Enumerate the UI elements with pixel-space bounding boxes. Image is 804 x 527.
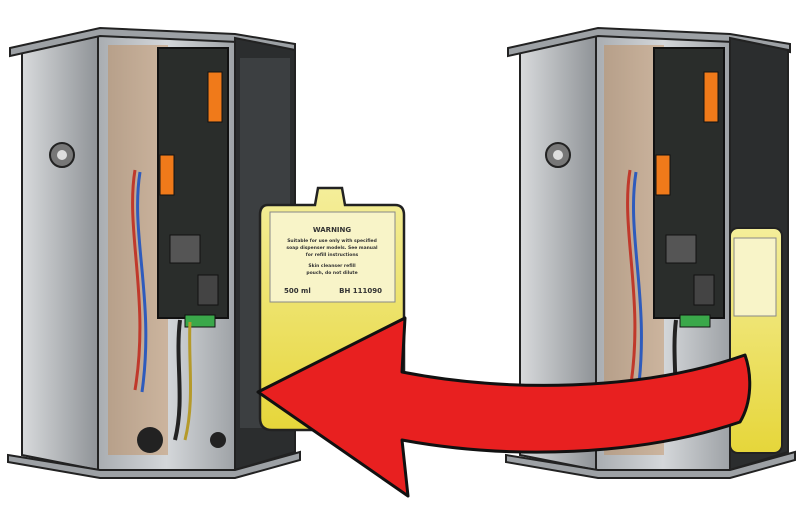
pouch-label-line: for refill instructions — [306, 252, 359, 258]
circuit-board — [157, 47, 229, 328]
pouch-volume: 500 ml — [284, 287, 311, 295]
right-dispenser-unit — [505, 26, 796, 479]
circuit-board — [653, 47, 725, 328]
curved-left-arrow-icon — [256, 316, 752, 498]
pouch-label-line: Suitable for use only with specified — [287, 238, 377, 244]
pouch-code: BH 111090 — [339, 287, 382, 295]
pouch-label-line: Skin cleanser refill — [308, 263, 356, 269]
pouch-label-line: pouch, do not dilute — [306, 270, 357, 276]
pouch-label-line: WARNING — [313, 226, 352, 234]
left-dispenser-unit — [7, 26, 301, 479]
pouch-label-line: soap dispenser models. See manual — [286, 245, 378, 251]
